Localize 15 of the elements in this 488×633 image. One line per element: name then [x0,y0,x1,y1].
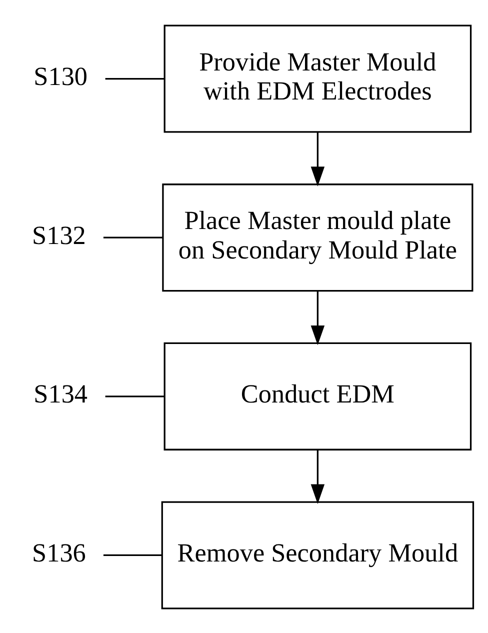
node-text: S130 [34,61,88,90]
node-box: Place Master mould plate on Secondary Mould Plate [162,183,474,292]
connector [105,395,164,397]
connector [103,554,162,556]
node-box: Provide Master Mould with EDM Electrodes [164,24,472,132]
arrow [310,290,325,345]
node-text: S132 [32,220,86,250]
node-box: Remove Secondary Mould [161,500,474,609]
connector [103,236,163,238]
arrow [310,132,325,186]
node-text: S134 [34,379,88,408]
arrow [310,449,325,504]
node-box: Conduct EDM [164,342,472,450]
connector [105,77,164,80]
node-text: S136 [32,538,86,567]
